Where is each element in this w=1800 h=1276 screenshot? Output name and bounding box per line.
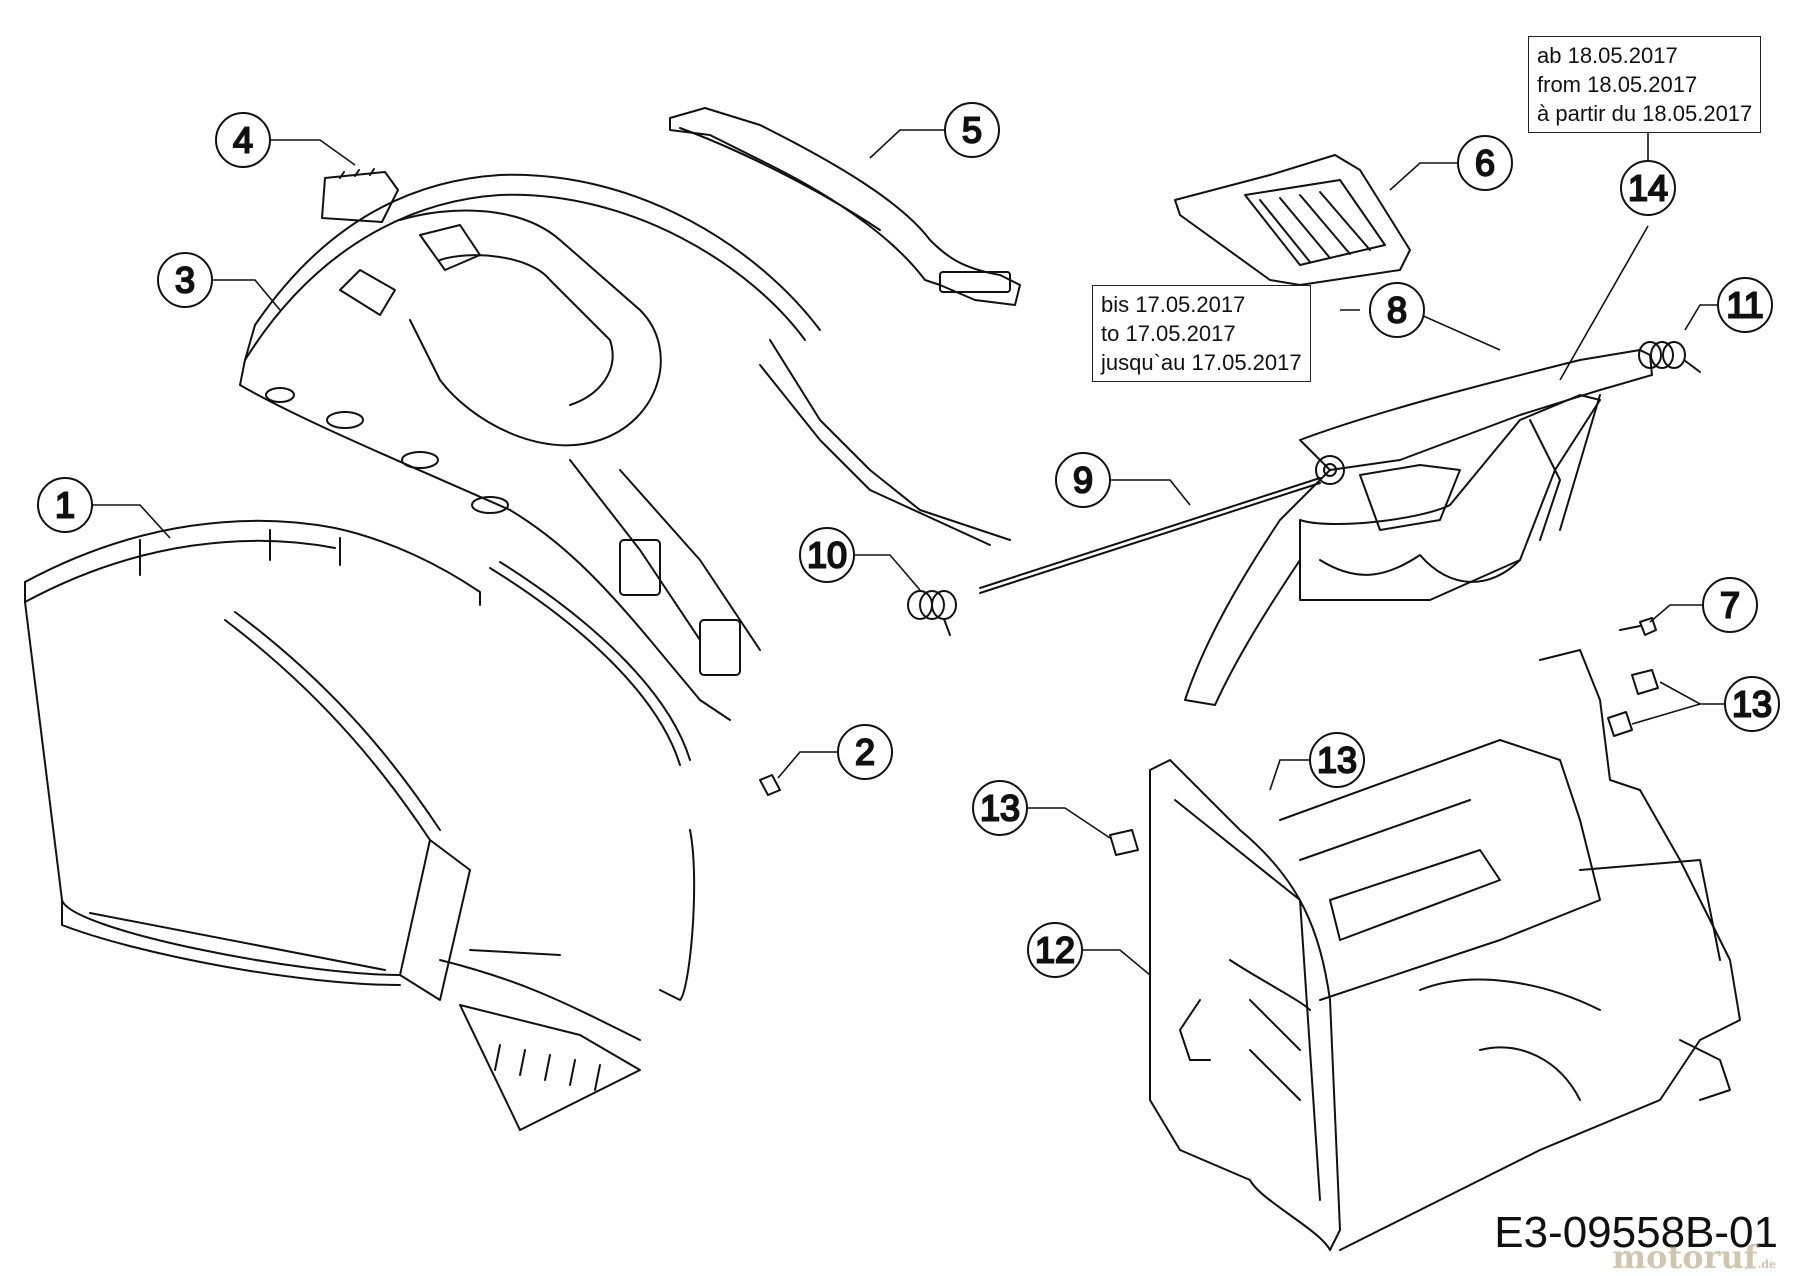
callout-11: 11	[1717, 277, 1773, 333]
note-line: ab 18.05.2017	[1537, 43, 1678, 68]
svg-text:3: 3	[175, 260, 195, 301]
svg-text:10: 10	[807, 535, 847, 576]
callout-6: 6	[1457, 135, 1513, 191]
part-flap	[321, 168, 399, 223]
leader-9	[1110, 479, 1191, 506]
watermark-suffix: .de	[1757, 1258, 1776, 1271]
leader-13c-b	[1631, 703, 1701, 725]
callout-13: 13	[972, 780, 1028, 836]
callout-3: 3	[157, 252, 213, 308]
callout-5: 5	[944, 102, 1000, 158]
part-catcher-cover	[239, 173, 1011, 721]
callout-9: 9	[1055, 452, 1111, 508]
leader-5	[869, 129, 945, 159]
svg-text:5: 5	[962, 110, 982, 151]
leader-lines	[92, 129, 1724, 976]
watermark-brand: motoruf	[1612, 1238, 1758, 1276]
part-vent-grille	[1174, 154, 1411, 286]
callouts: 1 2 3 4 5 6 7 8 9 10 11 12 13 13 13 14	[37, 102, 1780, 978]
note-line: à partir du 18.05.2017	[1537, 101, 1753, 126]
svg-text:1: 1	[55, 485, 75, 526]
callout-12: 12	[1027, 922, 1083, 978]
svg-text:11: 11	[1726, 285, 1763, 326]
svg-text:13: 13	[980, 788, 1020, 829]
callout-7: 7	[1702, 577, 1758, 633]
part-grass-bag	[24, 519, 696, 1131]
note-line: bis 17.05.2017	[1101, 292, 1246, 317]
callout-2: 2	[837, 724, 893, 780]
callout-1: 1	[37, 477, 93, 533]
leader-2	[777, 751, 838, 779]
part-screw	[1619, 617, 1657, 636]
callout-10: 10	[799, 527, 855, 583]
leader-13b	[1269, 759, 1310, 791]
svg-text:12: 12	[1035, 930, 1075, 971]
part-rear-flap	[1184, 349, 1653, 706]
leader-4	[270, 139, 356, 166]
leader-7	[1649, 604, 1702, 623]
part-rear-frame	[1149, 649, 1741, 1251]
leader-14	[1559, 225, 1649, 381]
leader-6	[1389, 162, 1458, 191]
part-spring-left	[907, 590, 957, 636]
part-clip-nuts	[1109, 669, 1659, 856]
callout-13: 13	[1309, 732, 1365, 788]
svg-text:6: 6	[1475, 143, 1495, 184]
svg-text:2: 2	[855, 732, 875, 773]
svg-text:4: 4	[233, 120, 253, 161]
leader-13c	[1659, 681, 1724, 705]
part-handle	[669, 107, 1021, 306]
leader-11	[1684, 304, 1718, 331]
leader-10	[855, 554, 921, 591]
callout-4: 4	[215, 112, 271, 168]
note-from-date: ab 18.05.2017 from 18.05.2017 à partir d…	[1528, 36, 1762, 133]
leader-3	[212, 279, 281, 311]
note-line: to 17.05.2017	[1101, 321, 1236, 346]
part-spring-right	[1638, 341, 1701, 373]
part-rod	[979, 455, 1345, 594]
drawing-code: E3-09558B-01	[1494, 1208, 1778, 1257]
watermark-logo: motoruf.de	[1612, 1238, 1776, 1276]
callout-14: 14	[1620, 160, 1676, 216]
callout-13: 13	[1724, 676, 1780, 732]
note-line: jusqu`au 17.05.2017	[1101, 350, 1302, 375]
note-line: from 18.05.2017	[1537, 72, 1698, 97]
leader-1	[92, 504, 171, 539]
leader-13a	[1028, 807, 1111, 839]
svg-text:7: 7	[1720, 585, 1740, 626]
note-until-date: bis 17.05.2017 to 17.05.2017 jusqu`au 17…	[1092, 285, 1311, 382]
svg-text:9: 9	[1073, 460, 1093, 501]
svg-text:13: 13	[1317, 740, 1357, 781]
svg-text:14: 14	[1628, 168, 1668, 209]
svg-text:13: 13	[1732, 684, 1772, 725]
part-stopper-bar	[759, 774, 781, 796]
svg-text:8: 8	[1387, 290, 1407, 331]
callout-8: 8	[1369, 282, 1425, 338]
leader-12	[1082, 949, 1151, 976]
